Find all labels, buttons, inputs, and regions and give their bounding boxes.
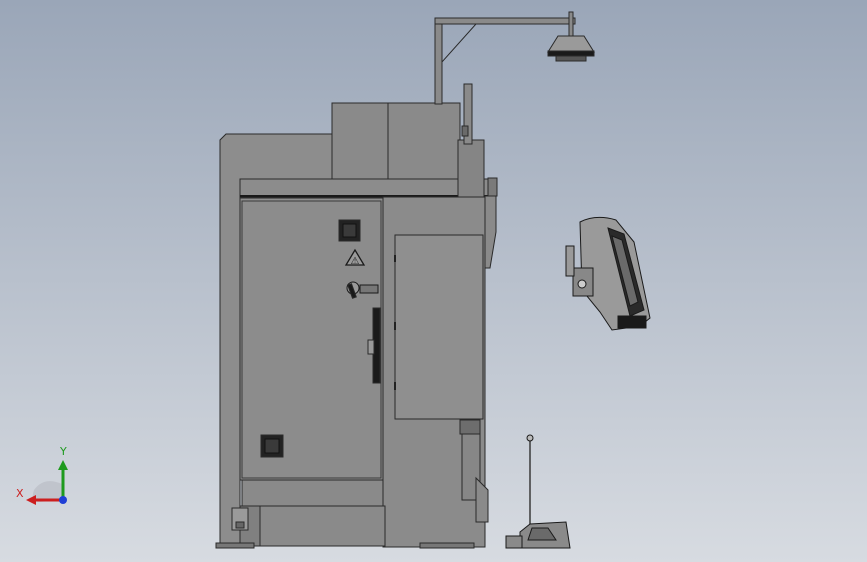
- ram-tool-holder: [483, 195, 497, 269]
- pendant-knob-icon[interactable]: [577, 279, 587, 289]
- warning-sign-icon: [344, 248, 366, 266]
- foot-pedal[interactable]: [505, 434, 571, 549]
- warning-symbol: ⚠: [351, 256, 360, 267]
- light-arm-boom: [434, 17, 576, 25]
- light-arm-post: [434, 17, 443, 105]
- lower-bracket-clamp: [459, 419, 481, 435]
- top-block-right: [387, 102, 461, 182]
- press-brake-side-view[interactable]: ⚠: [215, 83, 498, 549]
- upper-beam: [239, 178, 493, 198]
- lower-foot-right: [475, 476, 489, 523]
- side-door[interactable]: [394, 234, 484, 420]
- main-switch-icon[interactable]: [346, 281, 379, 299]
- cabinet-base: [239, 505, 386, 547]
- floor-rail-mid: [419, 542, 475, 549]
- beam-end-cap: [487, 177, 498, 197]
- light-arm-brace: [441, 23, 478, 64]
- x-axis-arrow: [26, 495, 36, 505]
- ram-guide: [463, 83, 473, 145]
- x-axis-label: X: [16, 487, 24, 500]
- control-pendant[interactable]: [565, 216, 651, 331]
- door-latch: [367, 339, 375, 355]
- y-axis-arrow: [58, 460, 68, 470]
- top-block-left: [331, 102, 389, 182]
- light-hanger: [568, 11, 574, 37]
- floor-rail-left: [215, 542, 255, 549]
- pendant-screen: [611, 235, 639, 307]
- foot-pedal-knob: [526, 434, 534, 442]
- z-axis-dot: [59, 496, 67, 504]
- ram-detail-1: [461, 125, 469, 137]
- work-lamp-icon[interactable]: [547, 35, 595, 53]
- pendant-mount: [565, 245, 575, 277]
- light-arm[interactable]: [434, 11, 595, 105]
- coordinate-triad: Y X: [16, 445, 68, 505]
- cabinet-bottom-strip: [241, 479, 384, 507]
- y-axis-label: Y: [59, 445, 67, 458]
- cabinet-door-panel: [241, 200, 382, 479]
